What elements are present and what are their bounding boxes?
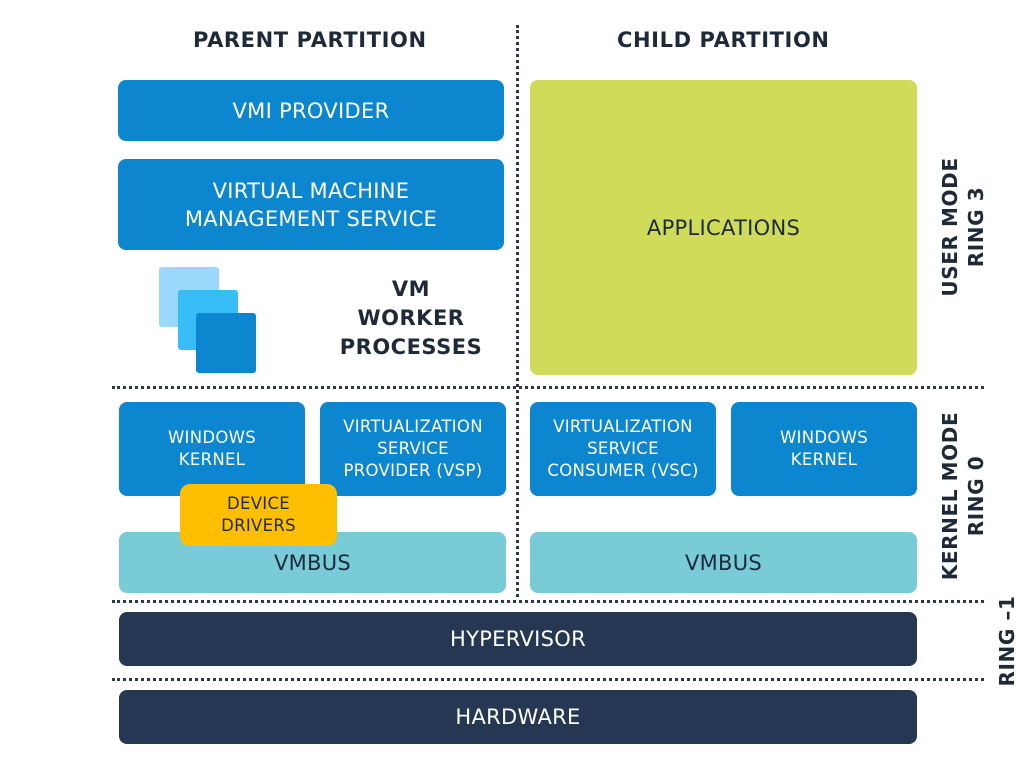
vm-management-service-box: VIRTUAL MACHINE MANAGEMENT SERVICE	[118, 159, 504, 250]
user-kernel-divider	[112, 386, 984, 389]
vm-worker-processes-label: VM WORKER PROCESSES	[339, 277, 483, 359]
parent-partition-heading: PARENT PARTITION	[193, 28, 427, 52]
kernel-mode-ring0-label: KERNEL MODE RING 0	[938, 411, 988, 581]
kernel-hypervisor-divider	[112, 600, 984, 603]
ring-minus-1-label: RING –1	[995, 595, 1019, 687]
worker-square-front	[196, 313, 256, 373]
applications-box: APPLICATIONS	[530, 80, 917, 375]
hardware-box: HARDWARE	[119, 690, 917, 744]
hypervisor-box: HYPERVISOR	[119, 612, 917, 666]
vmi-provider-box: VMI PROVIDER	[118, 80, 504, 141]
device-drivers-box: DEVICE DRIVERS	[180, 484, 337, 546]
child-partition-heading: CHILD PARTITION	[617, 28, 830, 52]
parent-windows-kernel-box: WINDOWS KERNEL	[119, 402, 305, 496]
child-windows-kernel-box: WINDOWS KERNEL	[731, 402, 917, 496]
user-mode-ring3-label: USER MODE RING 3	[938, 157, 988, 297]
vsc-box: VIRTUALIZATION SERVICE CONSUMER (VSC)	[530, 402, 716, 496]
vm-worker-processes-icon	[158, 266, 258, 376]
vsp-box: VIRTUALIZATION SERVICE PROVIDER (VSP)	[320, 402, 506, 496]
hypervisor-hardware-divider	[112, 678, 984, 681]
partition-divider	[516, 25, 519, 597]
child-vmbus-box: VMBUS	[530, 532, 917, 593]
